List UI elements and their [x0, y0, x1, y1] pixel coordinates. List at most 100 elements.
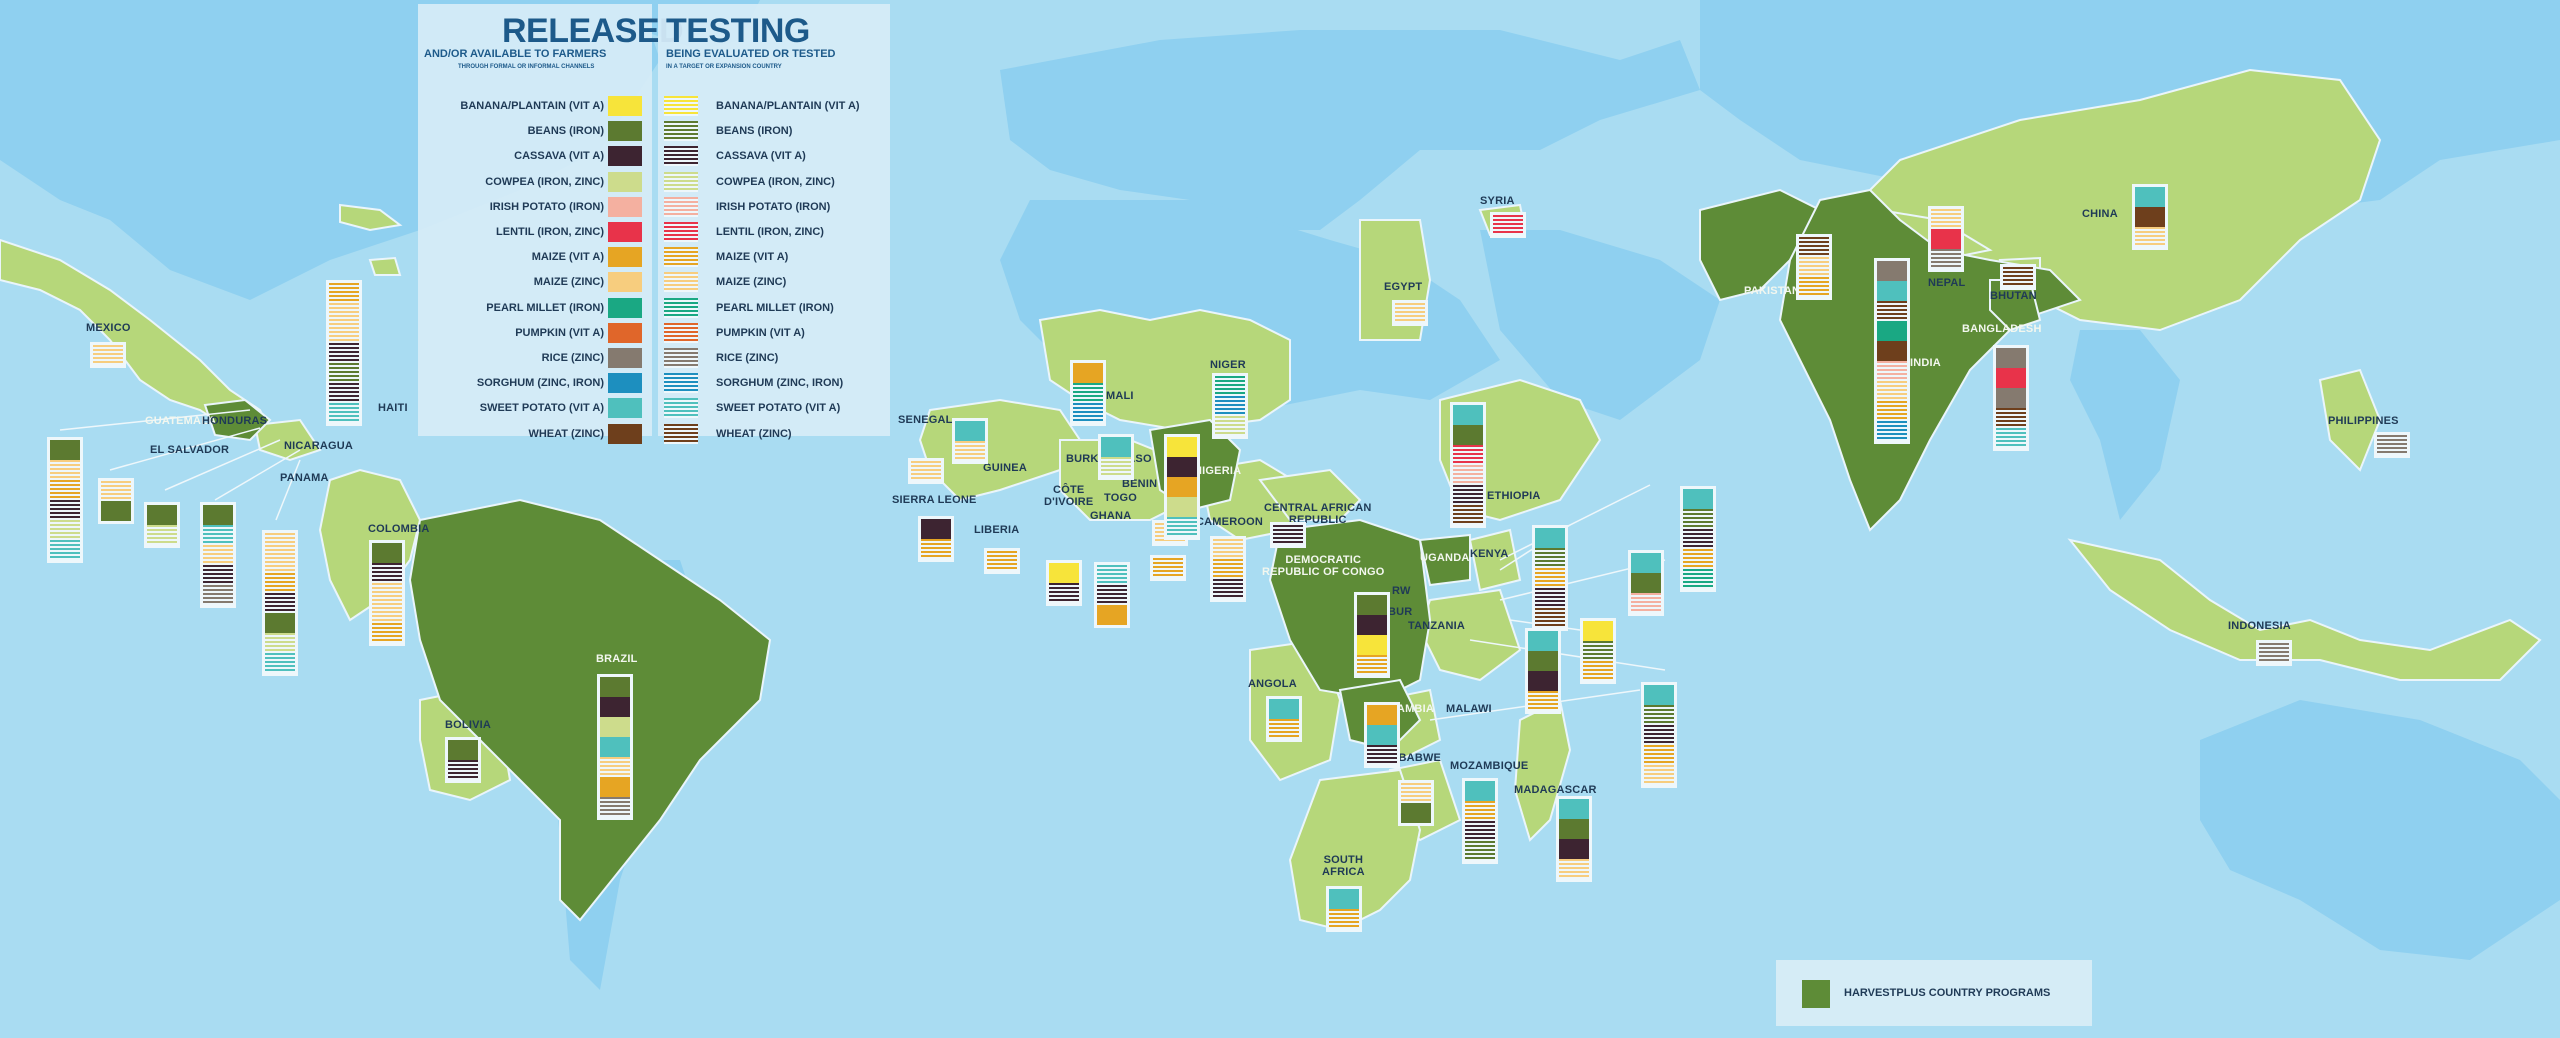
legend-testing-swatch-cowpea [664, 171, 698, 192]
country-label-kenya: KENYA [1470, 548, 1509, 560]
released-banana-swatch [1049, 563, 1079, 583]
released-lentil-swatch [1996, 368, 2026, 388]
legend-released-label: PEARL MILLET (IRON) [486, 301, 604, 314]
crop-stack-indonesia [2256, 640, 2292, 666]
testing-wheat-swatch [1535, 608, 1565, 628]
legend-released-swatch-rice [608, 348, 642, 368]
testing-sweetpotato-swatch [203, 525, 233, 545]
testing-maize_z-swatch [2135, 227, 2165, 247]
released-beans-swatch [600, 677, 630, 697]
released-sweetpotato-swatch [1559, 799, 1589, 819]
legend-released-row-millet: PEARL MILLET (IRON) [486, 298, 604, 318]
legend-testing-label: PEARL MILLET (IRON) [716, 301, 834, 314]
country-label-el-salvador: EL SALVADOR [150, 444, 230, 456]
released-wheat-swatch [1877, 341, 1907, 361]
country-label-cameroon: CAMEROON [1196, 516, 1263, 528]
testing-sweetpotato-swatch [50, 540, 80, 560]
southeast-asia-land [2070, 330, 2180, 520]
crop-stack-tanzania [1641, 682, 1677, 788]
crop-stack-ethiopia [1450, 402, 1486, 528]
released-sweetpotato-swatch [1528, 631, 1558, 651]
legend-testing-label: CASSAVA (VIT A) [716, 150, 806, 163]
legend-released-swatch-wheat [608, 423, 642, 444]
country-label-rw: RW [1392, 585, 1411, 597]
legend-testing-swatch-rice [664, 348, 698, 368]
legend-released-label: SWEET POTATO (VIT A) [479, 402, 604, 415]
testing-maize_z-swatch [1559, 859, 1589, 879]
released-sweetpotato-swatch [1877, 281, 1907, 301]
country-label-india: INDIA [1910, 357, 1941, 369]
country-label-colombia: COLOMBIA [368, 523, 430, 535]
testing-maize_a-swatch [1528, 691, 1558, 711]
released-lentil-swatch [1931, 229, 1961, 249]
crop-stack-india [1874, 258, 1910, 444]
testing-maize_a-swatch [1583, 661, 1613, 681]
testing-maize_a-swatch [1213, 559, 1243, 579]
indonesia-shape [2067, 538, 2542, 681]
testing-millet-swatch [1073, 383, 1103, 403]
legend-testing-row-pumpkin: PUMPKIN (VIT A) [716, 323, 805, 343]
legend-testing-label: MAIZE (VIT A) [716, 251, 789, 264]
legend-released-swatch-maize_a [608, 247, 642, 268]
legend-testing-row-cassava: CASSAVA (VIT A) [716, 146, 806, 166]
testing-cassava-swatch [203, 565, 233, 585]
testing-millet-swatch [1215, 376, 1245, 396]
legend-testing-label: SWEET POTATO (VIT A) [716, 402, 841, 415]
released-beans-swatch [1631, 573, 1661, 593]
testing-sweetpotato-swatch [329, 403, 359, 423]
released-millet-swatch [1877, 321, 1907, 341]
testing-rice-swatch [2259, 643, 2289, 663]
testing-cassava-swatch [1367, 745, 1397, 765]
testing-maize_a-swatch [1535, 568, 1565, 588]
testing-millet-swatch [1683, 569, 1713, 589]
testing-wheat-swatch [1799, 237, 1829, 257]
legend-released-label: RICE (ZINC) [541, 352, 604, 364]
testing-maize_a-swatch [372, 623, 402, 643]
crop-stack-bur [1525, 628, 1561, 714]
testing-maize_z-swatch [372, 583, 402, 603]
released-beans-swatch [1401, 803, 1431, 823]
legend-released-swatch-sorghum [608, 373, 642, 394]
released-rice-swatch [1996, 348, 2026, 368]
crop-stack-angola [1266, 696, 1302, 742]
crop-stack-malawi [1580, 618, 1616, 684]
legend-testing-row-rice: RICE (ZINC) [716, 348, 778, 368]
testing-rice-swatch [600, 797, 630, 817]
crop-stack-guinea [908, 458, 944, 484]
crop-stack-egypt [1392, 300, 1428, 326]
testing-cassava-swatch [1644, 725, 1674, 745]
country-label-philippines: PHILIPPINES [2328, 415, 2399, 427]
testing-cassava-swatch [1049, 583, 1079, 603]
country-label-madagascar: MADAGASCAR [1514, 784, 1597, 796]
country-label-nepal: NEPAL [1928, 277, 1966, 289]
testing-maize_z-swatch [101, 481, 131, 501]
crop-stack-bhutan [2000, 264, 2036, 290]
released-cassava-swatch [921, 519, 951, 539]
legend-testing-swatch-beans [664, 121, 698, 142]
crop-stack-sierra-leone [918, 516, 954, 562]
released-sweetpotato-swatch [1683, 489, 1713, 509]
testing-cassava-swatch [1683, 529, 1713, 549]
legend-testing-row-millet: PEARL MILLET (IRON) [716, 298, 834, 318]
country-label-bhutan: BHUTAN [1990, 290, 2037, 302]
released-beans-swatch [1453, 425, 1483, 445]
testing-rice-swatch [1931, 249, 1961, 269]
crop-stack-brazil [597, 674, 633, 820]
testing-maize_z-swatch [911, 461, 941, 481]
released-beans-swatch [147, 505, 177, 525]
testing-wheat-swatch [2003, 267, 2033, 287]
car-shape [1258, 468, 1362, 521]
legend-released-row-sweetpotato: SWEET POTATO (VIT A) [480, 398, 604, 418]
crop-stack-haiti [326, 280, 362, 426]
testing-maize_z-swatch [372, 603, 402, 623]
legend-released-title: RELEASED [502, 12, 684, 50]
testing-maize_z-swatch [265, 553, 295, 573]
country-label-syria: SYRIA [1480, 195, 1515, 207]
legend-released-label: SORGHUM (ZINC, IRON) [476, 377, 604, 390]
country-label-bangladesh: BANGLADESH [1962, 323, 2042, 335]
country-label-pakistan: PAKISTAN [1744, 285, 1801, 297]
released-beans-swatch [448, 740, 478, 760]
legend-released-row-beans: BEANS (IRON) [528, 121, 604, 141]
legend-testing-label: BEANS (IRON) [716, 125, 793, 138]
